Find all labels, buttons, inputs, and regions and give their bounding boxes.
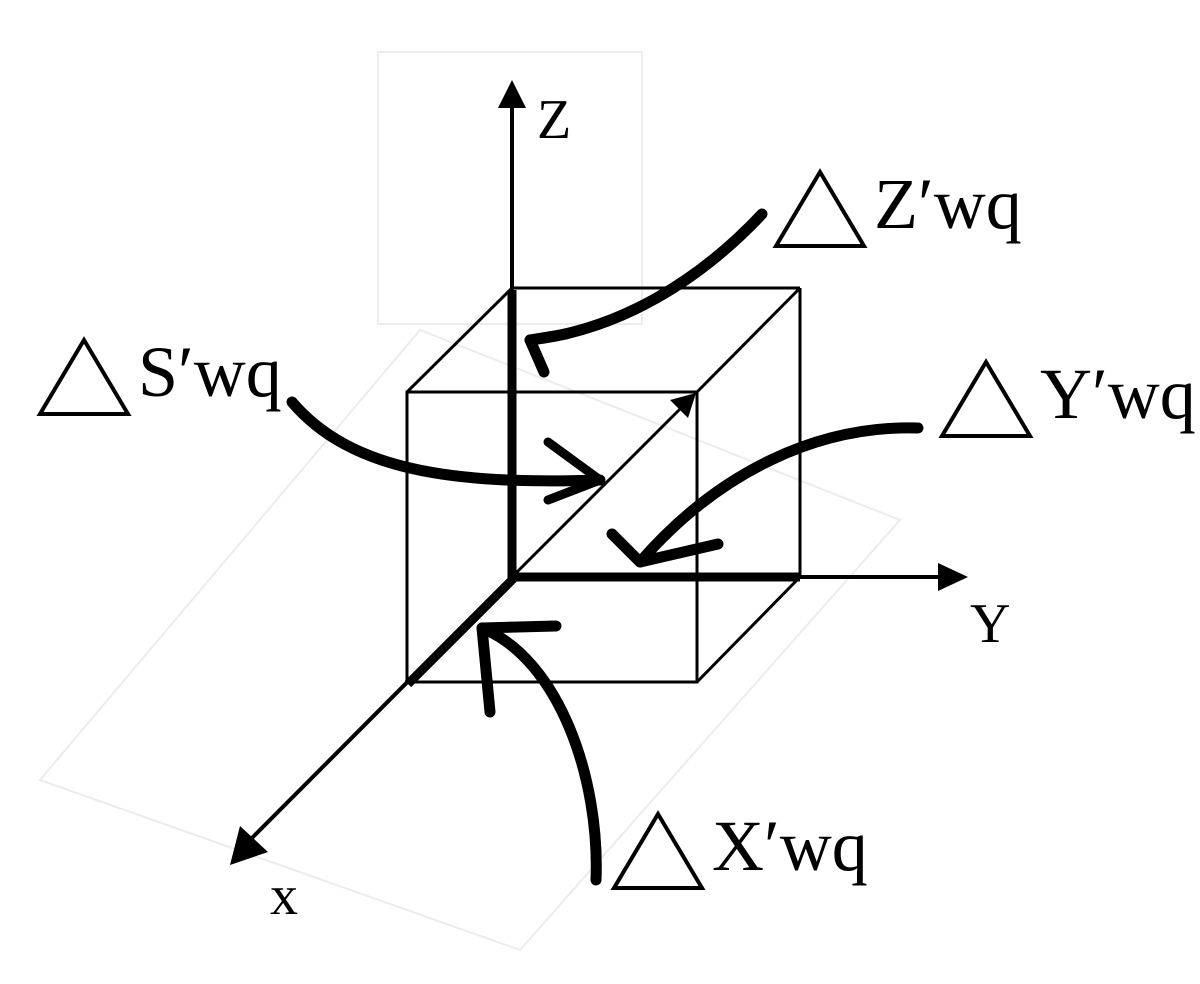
y-axis-arrowhead: [938, 563, 968, 591]
cube-edge-top-right: [695, 286, 802, 394]
x-axis-label: x: [270, 865, 298, 927]
delta-x-symbol: X: [712, 806, 764, 886]
delta-x-sub: wq: [779, 806, 868, 886]
s-direction-arrowhead: [670, 393, 696, 418]
z-axis-label: Z: [537, 89, 572, 151]
z-axis-arrowhead: [498, 80, 526, 108]
delta-y-label: Y′wq: [938, 358, 1196, 440]
x-error-arrow: [476, 622, 602, 886]
delta-z-sub: wq: [933, 164, 1022, 244]
delta-z-prime: ′: [917, 164, 934, 244]
delta-icon: [36, 336, 132, 416]
delta-z-symbol: Z: [874, 164, 918, 244]
delta-x-label: X′wq: [610, 810, 868, 892]
delta-s-prime: ′: [178, 332, 194, 412]
s-error-arrow: [286, 396, 606, 487]
delta-icon: [938, 358, 1034, 438]
cube-edge-top-left: [405, 286, 514, 394]
delta-z-label: Z′wq: [772, 168, 1022, 250]
x-thick-segment: [404, 574, 518, 688]
delta-s-sub: wq: [193, 332, 282, 412]
s-error-arrowhead: [543, 437, 605, 505]
delta-y-sub: wq: [1107, 354, 1196, 434]
delta-s-label: S′wq: [36, 336, 282, 418]
s-direction-line: [510, 404, 685, 579]
delta-y-symbol: Y: [1040, 354, 1092, 434]
y-axis-label: Y: [970, 593, 1011, 655]
pointer-arrows: [286, 208, 924, 886]
y-error-arrowhead: [606, 528, 724, 568]
z-error-arrowhead: [524, 328, 572, 378]
z-error-arrow: [524, 208, 768, 346]
cube-front-face: [405, 390, 699, 684]
delta-x-prime: ′: [764, 806, 780, 886]
delta-icon: [610, 810, 706, 890]
delta-s-symbol: S: [138, 332, 179, 412]
delta-y-prime: ′: [1092, 354, 1108, 434]
cube-edge-bottom-right: [695, 575, 802, 684]
highlighted-segments: [404, 290, 800, 688]
x-axis-arrowhead: [230, 826, 268, 865]
x-error-arrowhead: [476, 620, 562, 718]
y-error-arrow: [634, 422, 924, 568]
delta-icon: [772, 168, 868, 248]
